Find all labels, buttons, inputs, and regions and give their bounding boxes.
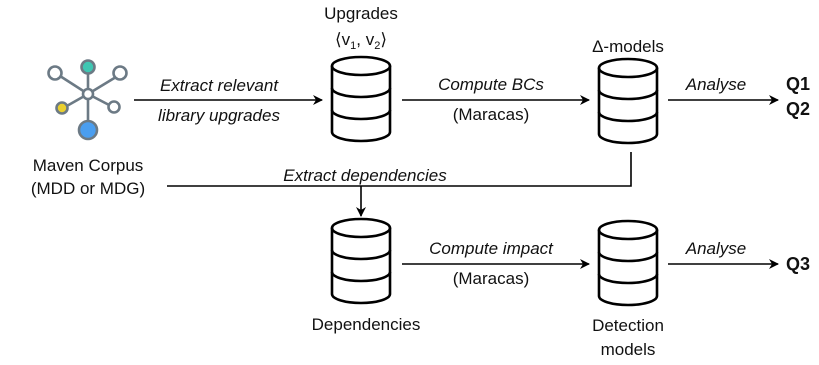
upgrades-database-icon <box>330 55 392 143</box>
corpus-sublabel: (MDD or MDG) <box>31 179 145 198</box>
analyse-top-label: Analyse <box>685 75 746 94</box>
compute-bcs-tool: (Maracas) <box>453 105 530 124</box>
upgrades-label: Upgrades <box>324 4 398 23</box>
detection-models-database-icon <box>597 219 659 307</box>
extract-dependencies-connector <box>167 152 632 187</box>
q3-output: Q3 <box>786 254 810 274</box>
compute-impact-label: Compute impact <box>429 239 554 258</box>
extract-dependencies-label: Extract dependencies <box>283 166 447 185</box>
compute-impact-tool: (Maracas) <box>453 269 530 288</box>
compute-bcs-label: Compute BCs <box>438 75 544 94</box>
analyse-bottom-label: Analyse <box>685 239 746 258</box>
upgrades-version-tuple: ⟨v1, v2⟩ <box>335 30 387 52</box>
extract-upgrades-label: Extract relevant <box>160 76 279 95</box>
dependencies-label: Dependencies <box>312 315 421 334</box>
extract-upgrades-sublabel: library upgrades <box>158 106 280 125</box>
detection-models-sublabel: models <box>601 340 656 359</box>
delta-models-label: Δ-models <box>592 37 664 56</box>
dependencies-database-icon <box>330 217 392 305</box>
q2-output: Q2 <box>786 99 810 119</box>
network-graph-icon <box>47 59 128 141</box>
delta-models-database-icon <box>597 57 659 145</box>
corpus-label: Maven Corpus <box>33 156 144 175</box>
q1-output: Q1 <box>786 74 810 94</box>
detection-models-label: Detection <box>592 316 664 335</box>
